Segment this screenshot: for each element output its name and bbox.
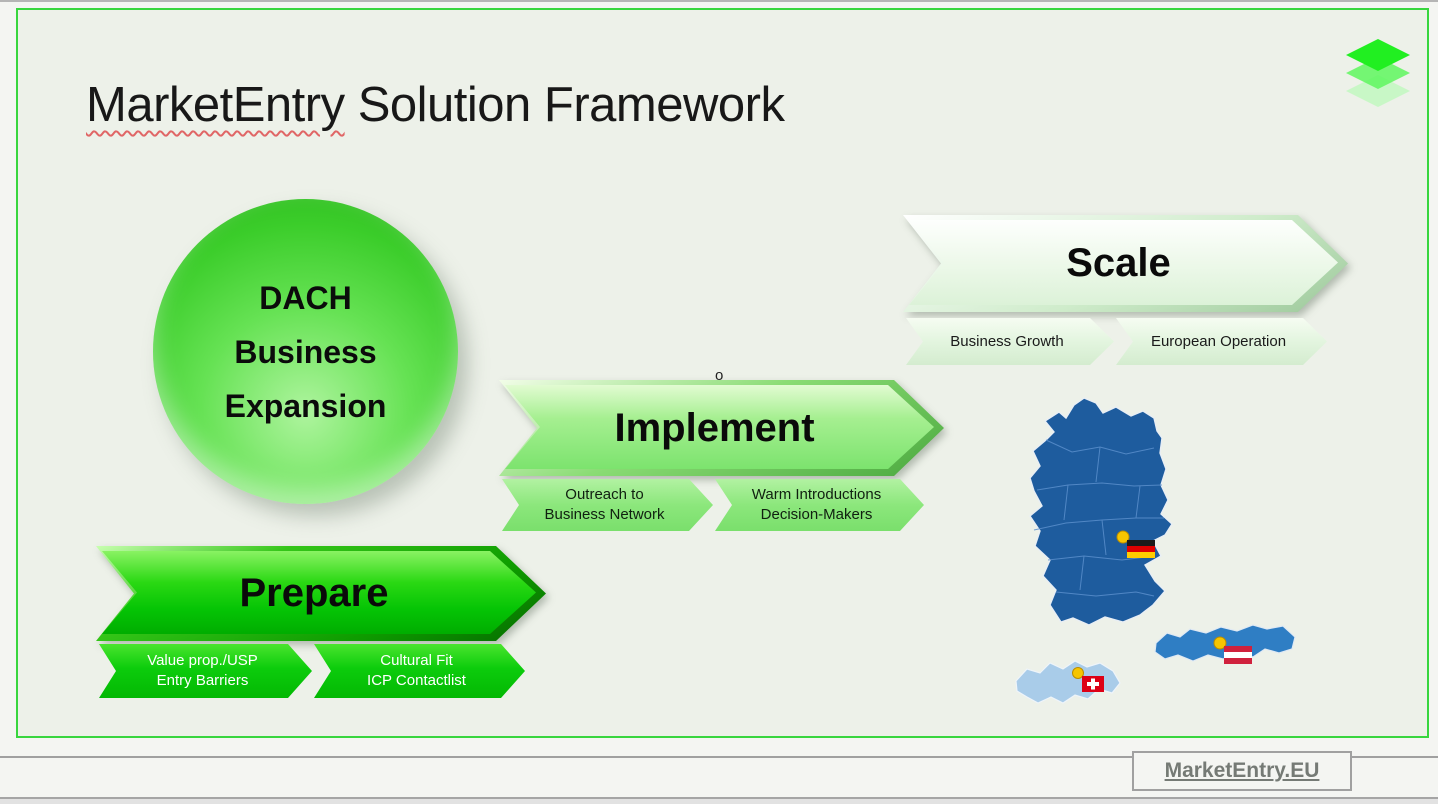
sub-arrow-text: Business Network: [544, 506, 665, 523]
sub-arrow-text: Decision-Makers: [760, 506, 873, 523]
switzerland-flag-icon: [1072, 667, 1104, 692]
layer-middle: [1346, 57, 1410, 89]
window-bottom-edge: [0, 797, 1438, 799]
window-bottom-strip: [0, 799, 1438, 804]
prepare-sub-arrow-value-prop: Value prop./USP Entry Barriers: [99, 644, 312, 698]
footer-link-box[interactable]: MarketEntry.EU: [1132, 751, 1352, 791]
sub-arrow-text: Value prop./USP: [147, 652, 258, 669]
title-word-spellcheck: MarketEntry: [86, 78, 345, 132]
scale-sub-arrow-european-operation: European Operation: [1116, 318, 1327, 365]
prepare-stage-label: Prepare: [239, 571, 389, 615]
sub-arrow-text: Outreach to: [565, 486, 644, 503]
map-pin: [1072, 667, 1084, 679]
germany-flag-icon: [1116, 530, 1155, 558]
scale-sub-arrow-business-growth: Business Growth: [906, 318, 1114, 365]
implement-sub-arrow-introductions: Warm Introductions Decision-Makers: [715, 479, 924, 531]
map-switzerland: [1015, 660, 1121, 704]
map-germany: [1029, 397, 1173, 626]
sub-arrow-text: ICP Contactlist: [367, 672, 466, 689]
map-state-borders: [1033, 439, 1164, 597]
slide: MarketEntry Solution Framework DACH Busi…: [16, 8, 1429, 738]
title-rest: Solution Framework: [344, 78, 785, 132]
map-pin: [1213, 636, 1227, 650]
sub-arrow-text: Cultural Fit: [380, 652, 453, 669]
implement-arrow-fill: [505, 385, 934, 469]
prepare-stage-arrow: Prepare: [96, 546, 546, 641]
sub-arrow-text: Business Growth: [950, 332, 1064, 350]
implement-stage-label: Implement: [614, 405, 815, 450]
implement-stage-arrow: Implement: [499, 380, 944, 476]
map-pin: [1116, 530, 1130, 544]
circle-text-line: DACH: [259, 279, 352, 316]
austria-flag-icon: [1213, 636, 1252, 664]
scale-arrow-fill: [909, 220, 1338, 305]
stray-character: o: [715, 367, 724, 384]
window-top-edge: [0, 0, 1438, 2]
footer-link[interactable]: MarketEntry.EU: [1164, 759, 1320, 782]
sub-arrow-text: Entry Barriers: [156, 672, 249, 689]
footer-divider: [0, 756, 1438, 758]
prepare-arrow-fill: [102, 551, 536, 634]
sub-arrow-text: Warm Introductions: [751, 486, 882, 503]
layer-top: [1346, 39, 1410, 71]
dach-expansion-circle: DACH Business Expansion: [153, 199, 458, 504]
dach-map: [1004, 390, 1304, 720]
sub-arrow-text: European Operation: [1150, 332, 1287, 350]
layers-logo-icon: [1340, 35, 1416, 115]
circle-text-line: Business: [234, 333, 377, 370]
circle-text-line: Expansion: [224, 387, 387, 424]
layer-bottom: [1346, 75, 1410, 107]
prepare-sub-arrow-cultural-fit: Cultural Fit ICP Contactlist: [314, 644, 525, 698]
scale-stage-label: Scale: [1066, 241, 1171, 285]
implement-sub-arrow-outreach: Outreach to Business Network: [502, 479, 713, 531]
page-title: MarketEntry Solution Framework: [86, 77, 785, 133]
scale-stage-arrow: Scale: [903, 215, 1348, 312]
